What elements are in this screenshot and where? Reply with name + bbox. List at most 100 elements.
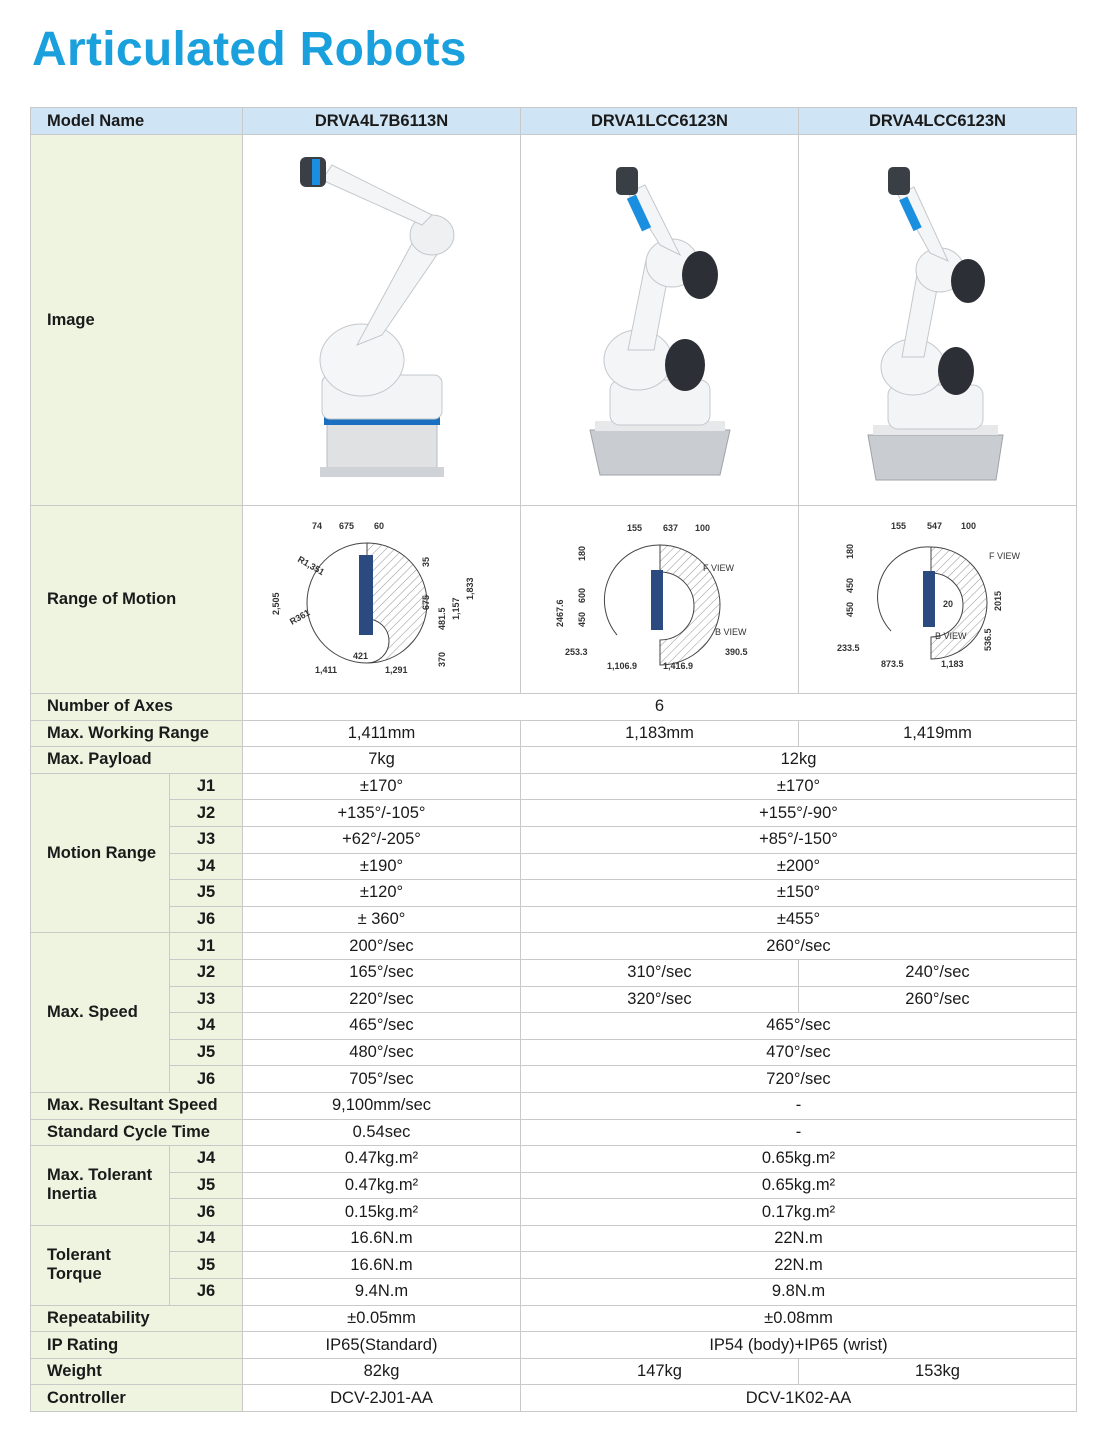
range-row: Range of Motion 74 675 60 R1,351 R361 2,…	[30, 505, 1077, 694]
value-cell: ±455°	[520, 905, 1077, 934]
value-cell: 0.65kg.m²	[520, 1145, 1077, 1173]
joint-label: J6	[169, 905, 243, 934]
d1-v4: 1,157	[451, 597, 461, 620]
value-cell: 0.15kg.m²	[242, 1198, 521, 1226]
value-cell: 9.4N.m	[242, 1278, 521, 1306]
header-model-3: DRVA4LCC6123N	[798, 107, 1077, 135]
header-model-2: DRVA1LCC6123N	[520, 107, 799, 135]
joint-label: J3	[169, 985, 243, 1014]
row-speed-j6: J6 705°/sec 720°/sec	[31, 1065, 1077, 1093]
row-inertia-j5: J5 0.47kg.m² 0.65kg.m²	[31, 1171, 1077, 1200]
value-cell: +62°/-205°	[242, 825, 521, 854]
joint-label: J1	[169, 932, 243, 960]
value-working-range-2: 1,183mm	[520, 719, 799, 748]
row-inertia-j6: J6 0.15kg.m² 0.17kg.m²	[31, 1198, 1077, 1226]
row-controller: Controller DCV-2J01-AA DCV-1K02-AA	[30, 1384, 1077, 1413]
joint-label: J5	[169, 1171, 243, 1200]
value-cell: 0.54sec	[242, 1118, 521, 1147]
d3-t2: 547	[927, 521, 942, 531]
d2-f: F VIEW	[703, 563, 735, 573]
row-motion-j1: Motion Range J1 ±170° ±170°	[30, 772, 1077, 934]
label-ip-rating: IP Rating	[30, 1331, 243, 1359]
label-weight: Weight	[30, 1357, 243, 1386]
d1-v3: 481.5	[437, 607, 447, 630]
header-model-1: DRVA4L7B6113N	[242, 107, 521, 135]
value-cell: 320°/sec	[520, 985, 799, 1014]
value-cell: IP65(Standard)	[242, 1331, 521, 1359]
d1-v6: 370	[437, 651, 447, 666]
value-cell: 260°/sec	[520, 932, 1077, 960]
d3-bv: B VIEW	[935, 631, 967, 641]
d2-v3: 450	[577, 611, 587, 626]
value-cell: 220°/sec	[242, 985, 521, 1014]
header-row: Model Name DRVA4L7B6113N DRVA1LCC6123N D…	[30, 107, 1077, 135]
row-motion-j2: J2 +135°/-105° +155°/-90°	[31, 799, 1077, 827]
value-working-range-1: 1,411mm	[242, 719, 521, 748]
d3-l1: 233.5	[837, 643, 860, 653]
row-torque-j4: Tolerant Torque J4 16.6N.m 22N.m	[30, 1224, 1077, 1306]
value-cell: DCV-1K02-AA	[520, 1384, 1077, 1413]
joint-label: J2	[169, 958, 243, 987]
value-cell: 16.6N.m	[242, 1251, 521, 1280]
image-row: Image	[30, 134, 1077, 506]
row-ip-rating: IP Rating IP65(Standard) IP54 (body)+IP6…	[30, 1331, 1077, 1359]
joint-label: J1	[169, 772, 243, 801]
row-payload: Max. Payload 7kg 12kg	[30, 746, 1077, 774]
d1-t2: 675	[339, 521, 354, 531]
value-cell: ±0.05mm	[242, 1304, 521, 1333]
row-torque-j5: J5 16.6N.m 22N.m	[31, 1251, 1077, 1280]
value-cell: 720°/sec	[520, 1065, 1077, 1093]
d2-t1: 155	[627, 523, 642, 533]
value-cell: 470°/sec	[520, 1038, 1077, 1067]
row-speed-j2: J2 165°/sec 310°/sec 240°/sec	[31, 958, 1077, 987]
range-diagram-2: 155 637 100 180 600 450 2467.6 F VIEW B …	[520, 505, 799, 694]
d1-t3: 60	[374, 521, 384, 531]
d2-t3: 100	[695, 523, 710, 533]
d3-t1: 155	[891, 521, 906, 531]
label-working-range: Max. Working Range	[30, 719, 243, 748]
value-cell: 310°/sec	[520, 958, 799, 987]
joint-label: J2	[169, 799, 243, 827]
d1-b1: 421	[353, 651, 368, 661]
robot-2-icon	[588, 167, 731, 476]
d1-v2: 675	[421, 594, 431, 609]
value-cell: +155°/-90°	[520, 799, 1077, 827]
value-cell: 165°/sec	[242, 958, 521, 987]
d1-b2: 1,411	[315, 665, 337, 675]
d2-b2: 1,416.9	[663, 661, 693, 671]
value-cell: 480°/sec	[242, 1038, 521, 1067]
row-speed-j4: J4 465°/sec 465°/sec	[31, 1012, 1077, 1040]
d3-f: F VIEW	[989, 551, 1021, 561]
joint-label: J5	[169, 879, 243, 907]
label-max-speed: Max. Speed	[30, 932, 170, 1093]
value-payload-1: 7kg	[242, 746, 521, 774]
page-title: Articulated Robots	[32, 23, 467, 76]
value-cell: +135°/-105°	[242, 799, 521, 827]
value-axes: 6	[242, 693, 1077, 721]
joint-label: J3	[169, 825, 243, 854]
spec-table: Model Name DRVA4L7B6113N DRVA1LCC6123N D…	[30, 107, 1077, 1413]
range-diagram-1: 74 675 60 R1,351 R361 2,505 35 675 481.5…	[242, 505, 521, 694]
value-cell: ±170°	[242, 772, 521, 801]
robot-image-1	[242, 134, 521, 506]
d1-v1: 35	[421, 556, 431, 566]
value-cell: -	[520, 1091, 1077, 1120]
d2-l1: 253.3	[565, 647, 588, 657]
value-cell: ±200°	[520, 852, 1077, 881]
value-cell: 0.17kg.m²	[520, 1198, 1077, 1226]
d2-h1: 2467.6	[555, 599, 565, 627]
value-cell: 240°/sec	[798, 958, 1077, 987]
value-cell: 0.65kg.m²	[520, 1171, 1077, 1200]
value-cell: ±120°	[242, 879, 521, 907]
d3-t3: 100	[961, 521, 976, 531]
joint-label: J6	[169, 1198, 243, 1226]
joint-label: J5	[169, 1038, 243, 1067]
value-cell: 147kg	[520, 1357, 799, 1386]
value-cell: 16.6N.m	[242, 1224, 521, 1253]
row-motion-j4: J4 ±190° ±200°	[31, 852, 1077, 881]
value-working-range-3: 1,419mm	[798, 719, 1077, 748]
label-repeatability: Repeatability	[30, 1304, 243, 1333]
value-cell: 153kg	[798, 1357, 1077, 1386]
d3-v3: 450	[845, 601, 855, 616]
label-tolerant-inertia: Max. Tolerant Inertia	[30, 1145, 170, 1226]
